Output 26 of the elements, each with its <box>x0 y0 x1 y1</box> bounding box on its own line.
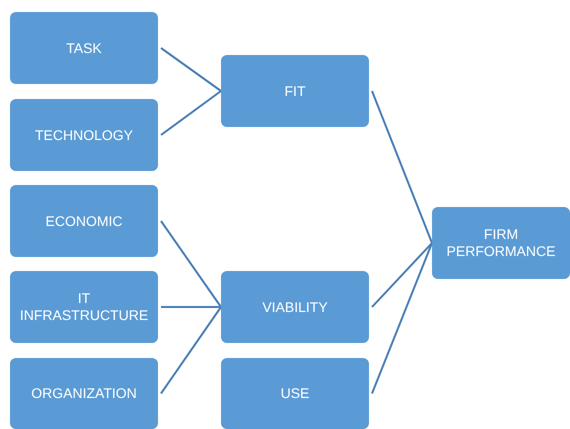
connector-line <box>160 47 222 92</box>
connector-line <box>160 90 222 136</box>
connector-line <box>371 242 433 394</box>
connector-line <box>160 220 222 308</box>
process-box <box>221 358 369 429</box>
process-box <box>10 185 158 257</box>
box-label: ECONOMIC <box>46 212 122 230</box>
box-label: TASK <box>66 40 102 56</box>
connector-line <box>160 306 222 394</box>
process-box <box>221 271 369 343</box>
process-box <box>432 207 570 279</box>
process-box <box>221 55 369 127</box>
box-label: USE <box>280 385 310 402</box>
box-label: TECHNOLOGY <box>34 126 133 144</box>
connector-line <box>371 242 433 308</box>
connector-line <box>371 90 433 244</box>
box-label: VIABILITY <box>262 298 328 316</box>
connector-line <box>161 306 221 308</box>
box-label: FIT <box>284 82 306 100</box>
process-box <box>10 358 158 429</box>
box-label: ORGANIZATION <box>31 385 137 402</box>
process-box <box>10 12 158 84</box>
box-label: FIRM PERFORMANCE <box>446 226 556 260</box>
box-label: IT INFRASTRUCTURE <box>18 290 150 324</box>
process-box <box>10 99 158 171</box>
process-box <box>10 271 158 343</box>
